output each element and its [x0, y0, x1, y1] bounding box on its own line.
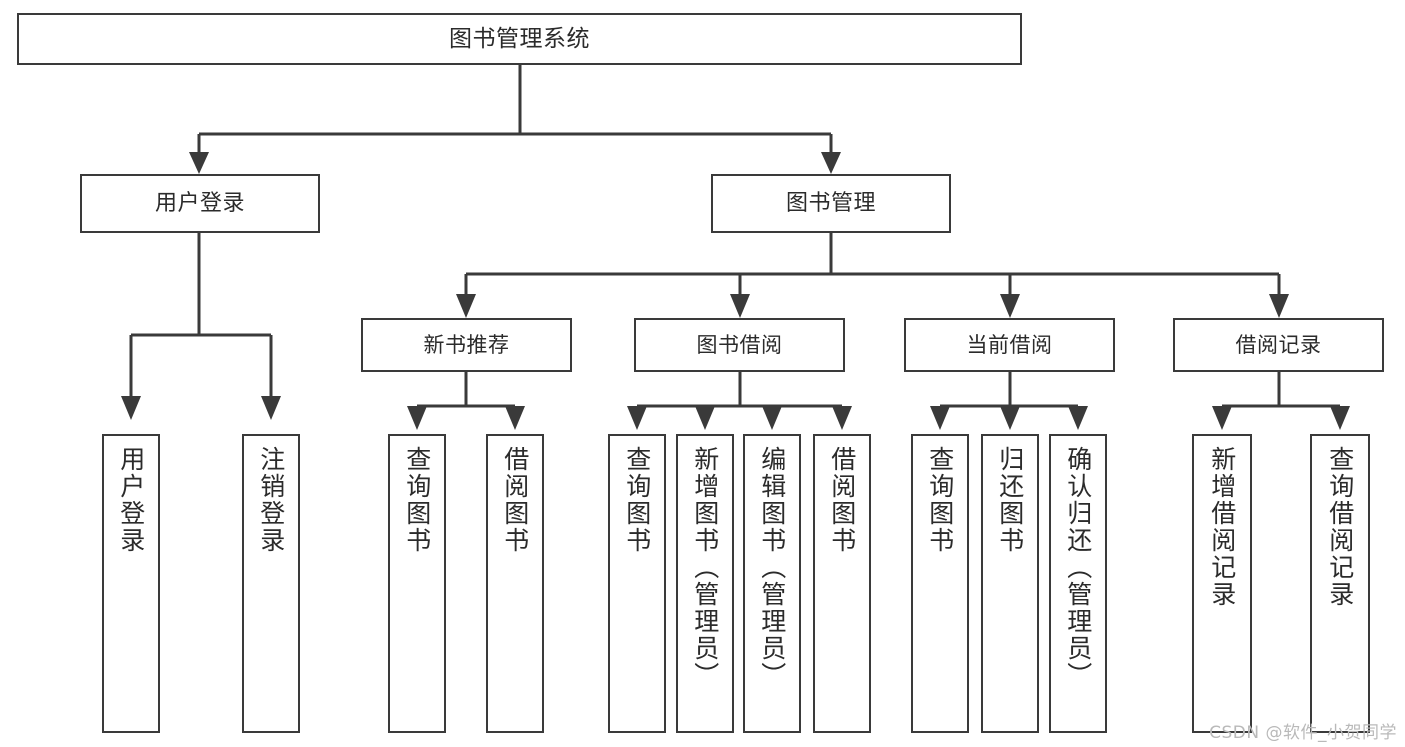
leaf-borrow-query-book[interactable]: 查询图书: [608, 434, 666, 733]
node-book-borrow[interactable]: 图书借阅: [634, 318, 845, 372]
node-label: 查询图书: [402, 446, 432, 554]
node-label: 新增图书（管理员）: [690, 446, 720, 689]
node-label: 当前借阅: [966, 332, 1053, 357]
leaf-borrow-add-book[interactable]: 新增图书（管理员）: [676, 434, 734, 733]
leaf-recommend-borrow-book[interactable]: 借阅图书: [486, 434, 544, 733]
leaf-borrow-edit-book[interactable]: 编辑图书（管理员）: [743, 434, 801, 733]
node-label: 用户登录: [116, 446, 146, 554]
node-label: 借阅图书: [827, 446, 857, 554]
node-label: 查询借阅记录: [1325, 446, 1355, 608]
leaf-recommend-query-book[interactable]: 查询图书: [388, 434, 446, 733]
node-label: 图书管理: [785, 190, 876, 216]
node-label: 新书推荐: [423, 332, 510, 357]
leaf-records-add-record[interactable]: 新增借阅记录: [1192, 434, 1252, 733]
node-current-borrow[interactable]: 当前借阅: [904, 318, 1115, 372]
node-label: 图书借阅: [696, 332, 783, 357]
node-book-management[interactable]: 图书管理: [711, 174, 951, 233]
leaf-user-login-logout[interactable]: 注销登录: [242, 434, 300, 733]
node-label: 查询图书: [622, 446, 652, 554]
node-new-book-recommend[interactable]: 新书推荐: [361, 318, 572, 372]
leaf-borrow-borrow-book[interactable]: 借阅图书: [813, 434, 871, 733]
leaf-records-query-record[interactable]: 查询借阅记录: [1310, 434, 1370, 733]
node-label: 新增借阅记录: [1207, 446, 1237, 608]
node-borrow-records[interactable]: 借阅记录: [1173, 318, 1384, 372]
node-label: 确认归还（管理员）: [1063, 446, 1093, 689]
node-label: 注销登录: [256, 446, 286, 554]
leaf-current-query-book[interactable]: 查询图书: [911, 434, 969, 733]
leaf-user-login-login[interactable]: 用户登录: [102, 434, 160, 733]
node-label: 借阅记录: [1235, 332, 1322, 357]
node-user-login[interactable]: 用户登录: [80, 174, 320, 233]
node-label: 归还图书: [995, 446, 1025, 554]
node-label: 查询图书: [925, 446, 955, 554]
leaf-current-confirm-return[interactable]: 确认归还（管理员）: [1049, 434, 1107, 733]
node-root-system[interactable]: 图书管理系统: [17, 13, 1022, 65]
leaf-current-return-book[interactable]: 归还图书: [981, 434, 1039, 733]
node-label: 借阅图书: [500, 446, 530, 554]
node-label: 图书管理系统: [449, 25, 590, 52]
node-label: 用户登录: [154, 190, 245, 216]
node-label: 编辑图书（管理员）: [757, 446, 787, 689]
